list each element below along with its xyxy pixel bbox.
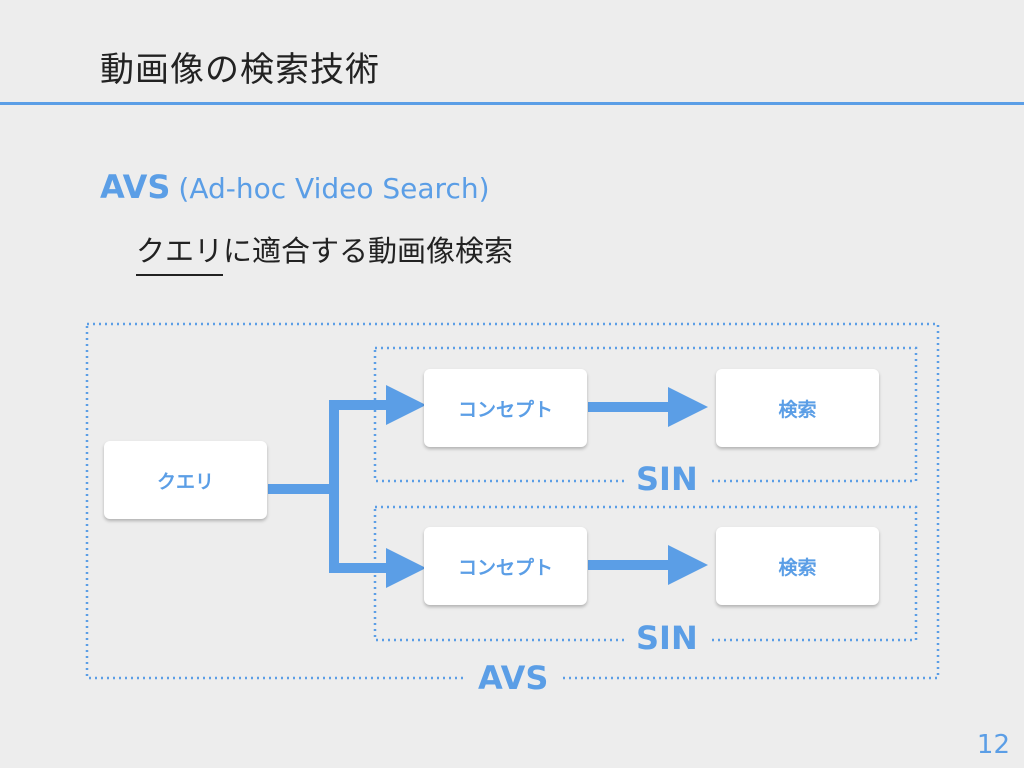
concept-box-2: コンセプト bbox=[424, 527, 587, 605]
concept-box-1: コンセプト bbox=[424, 369, 587, 447]
avs-group-outline bbox=[85, 322, 940, 680]
heading-abbreviation: AVS bbox=[100, 168, 171, 206]
sin-group-outline-1 bbox=[373, 346, 918, 483]
query-box: クエリ bbox=[104, 441, 267, 519]
title-divider bbox=[0, 102, 1024, 105]
avs-definition: クエリに適合する動画像検索 bbox=[136, 228, 513, 276]
search-box-1: 検索 bbox=[716, 369, 879, 447]
sin-label-1: SIN bbox=[624, 462, 710, 496]
avs-group-label: AVS bbox=[466, 661, 561, 695]
search-box-2: 検索 bbox=[716, 527, 879, 605]
avs-heading: AVS(Ad-hoc Video Search) bbox=[100, 168, 490, 206]
sin-label-2: SIN bbox=[624, 621, 710, 655]
sin-group-outline-2 bbox=[373, 505, 918, 642]
definition-rest: に適合する動画像検索 bbox=[223, 234, 514, 268]
heading-expansion: (Ad-hoc Video Search) bbox=[178, 172, 490, 205]
definition-query-word: クエリ bbox=[136, 228, 224, 276]
page-number: 12 bbox=[976, 730, 1010, 760]
slide-title: 動画像の検索技術 bbox=[100, 50, 380, 90]
